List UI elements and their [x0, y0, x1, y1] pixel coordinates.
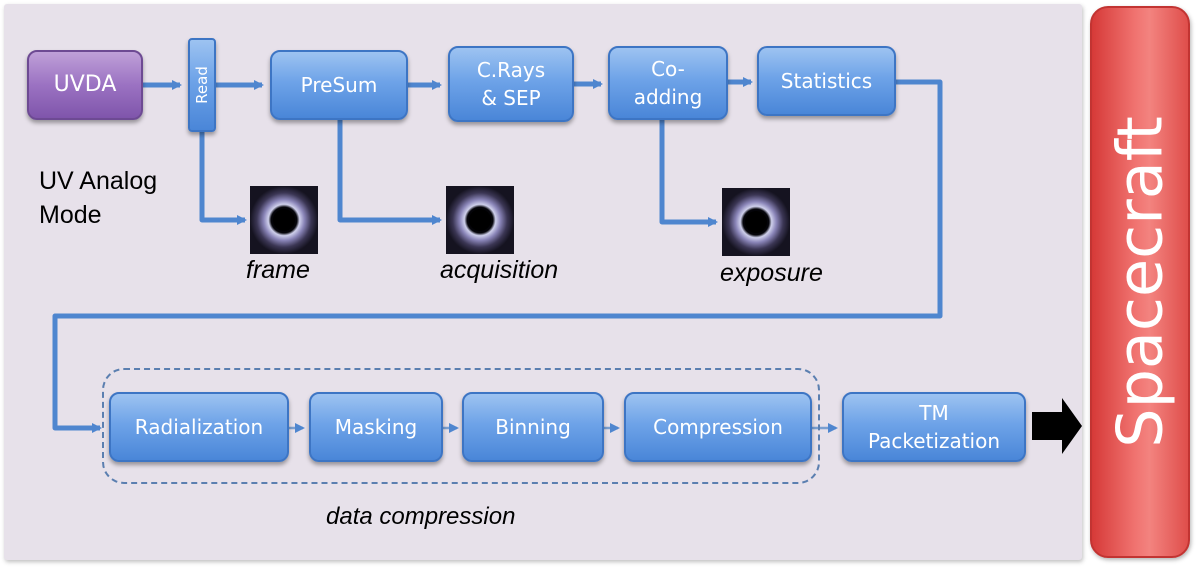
read-label: Read	[193, 66, 212, 104]
solar-corona-image-icon	[722, 188, 790, 256]
arrow-read-frame	[199, 132, 247, 225]
tm-label-line2: Packetization	[867, 429, 1001, 453]
radialization-label: Radialization	[134, 415, 264, 439]
coadding-label-line2: adding	[633, 85, 703, 109]
coadding-node: Co- adding	[608, 46, 728, 120]
crays-sep-node: C.Rays & SEP	[448, 46, 574, 122]
crays-label-line1: C.Rays	[476, 58, 546, 82]
statistics-node: Statistics	[757, 46, 896, 116]
data-compression-label: data compression	[326, 503, 516, 530]
frame-image	[250, 186, 318, 254]
coadding-label-line1: Co-	[651, 57, 685, 81]
data-compression-group	[102, 368, 820, 484]
uvda-label: UVDA	[53, 72, 117, 97]
read-node: Read	[188, 38, 216, 132]
spacecraft-label: Spacecraft	[1103, 116, 1177, 448]
solar-corona-image-icon	[250, 186, 318, 254]
frame-caption: frame	[246, 256, 310, 284]
compression-node: Compression	[624, 392, 812, 462]
masking-label: Masking	[334, 415, 418, 439]
solar-corona-image-icon	[446, 186, 514, 254]
exposure-image	[722, 188, 790, 256]
masking-node: Masking	[309, 392, 443, 462]
exposure-caption: exposure	[720, 259, 823, 287]
acquisition-image	[446, 186, 514, 254]
radialization-node: Radialization	[109, 392, 289, 462]
arrow-right-icon	[1032, 398, 1082, 454]
crays-label-line2: & SEP	[481, 86, 541, 110]
mode-label: UV Analog Mode	[39, 164, 157, 232]
tm-packetization-node: TM Packetization	[842, 392, 1026, 462]
compression-label: Compression	[653, 415, 783, 439]
statistics-label: Statistics	[780, 69, 873, 93]
arrow-coadding-exposure	[659, 120, 718, 227]
arrow-presum-acquisition	[337, 120, 442, 225]
binning-node: Binning	[462, 392, 604, 462]
tm-label-line1: TM	[919, 401, 949, 425]
arrow-statistics-radialization	[52, 79, 943, 433]
presum-node: PreSum	[270, 50, 408, 120]
uvda-node: UVDA	[27, 50, 143, 120]
mode-label-line1: UV Analog	[39, 167, 158, 195]
spacecraft-block: Spacecraft	[1090, 6, 1190, 558]
binning-label: Binning	[495, 415, 571, 439]
mode-label-line2: Mode	[39, 201, 102, 229]
acquisition-caption: acquisition	[440, 256, 559, 284]
presum-label: PreSum	[300, 73, 378, 97]
